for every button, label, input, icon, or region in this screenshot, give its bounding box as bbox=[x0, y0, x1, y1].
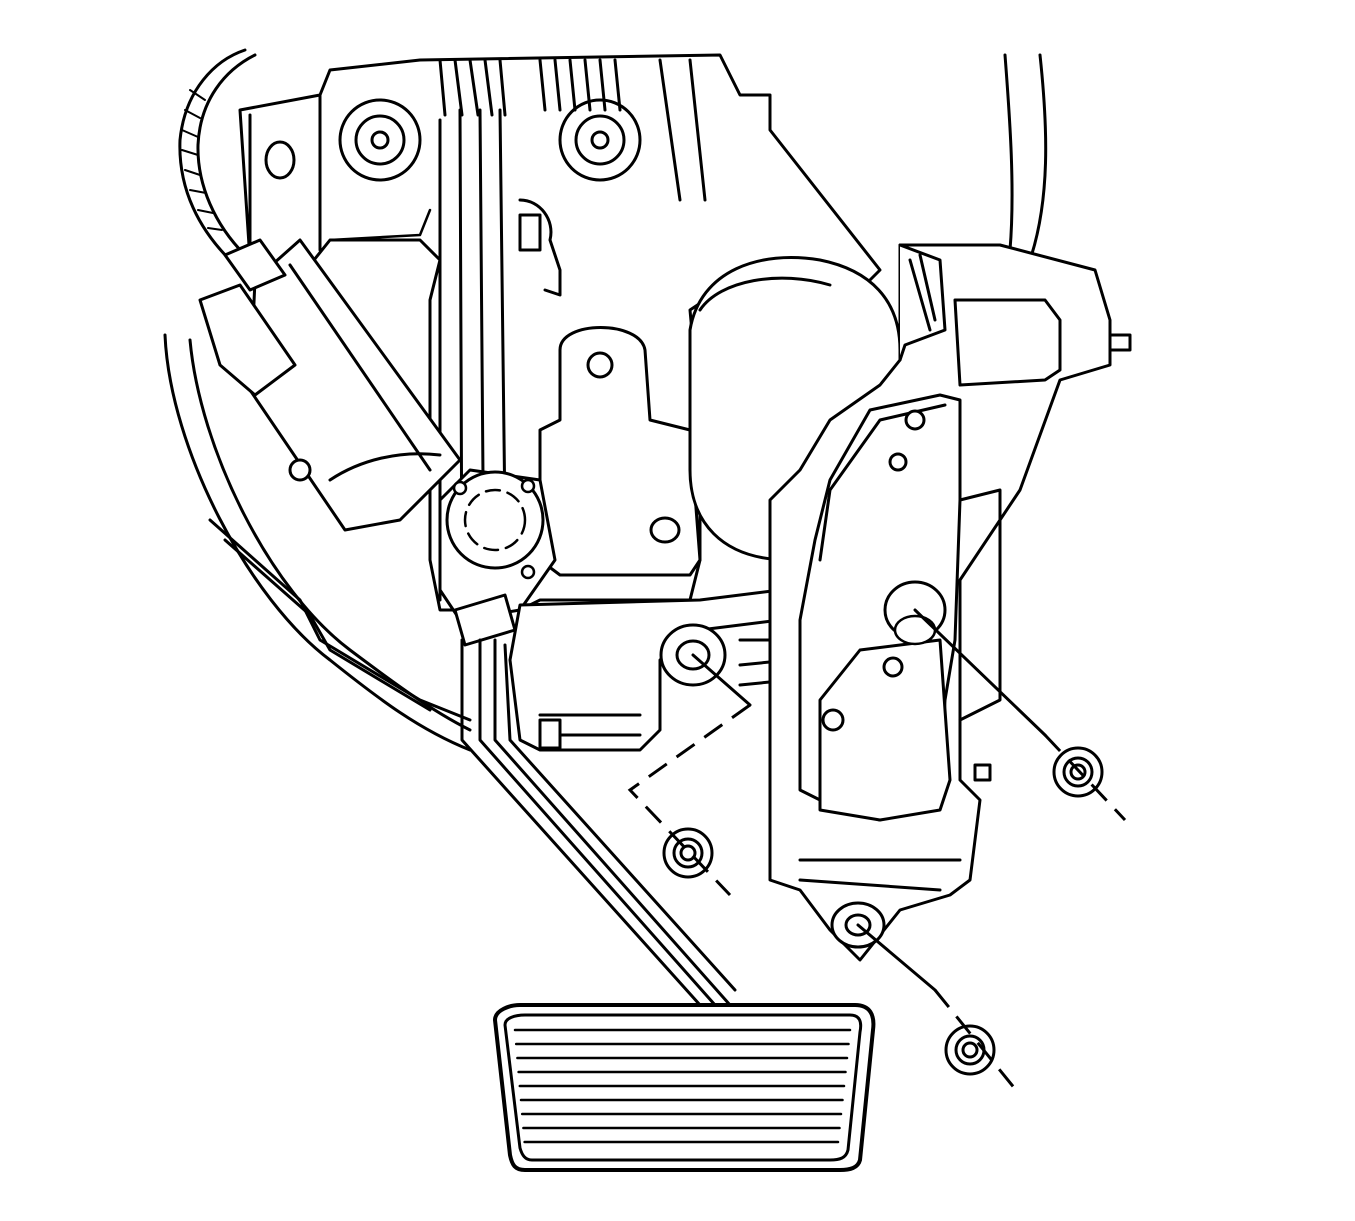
pedal-pad-ribs bbox=[513, 1028, 852, 1144]
pedal-arm bbox=[460, 638, 737, 1007]
pedal-position-sensor bbox=[438, 468, 557, 647]
installation-leader-lines bbox=[627, 608, 1127, 1096]
electrical-connector bbox=[198, 283, 297, 397]
accelerator-pedal-assembly bbox=[768, 243, 1132, 962]
brake-pedal-bracket bbox=[238, 53, 882, 612]
nut-lower bbox=[944, 1024, 996, 1076]
mounting-bracket bbox=[508, 588, 792, 752]
wiring-harness bbox=[163, 48, 472, 752]
floor-panel-outline bbox=[1003, 53, 1048, 262]
pedal-pad bbox=[493, 1003, 876, 1172]
nut-left bbox=[662, 827, 714, 879]
electric-motor-actuator bbox=[198, 238, 462, 532]
